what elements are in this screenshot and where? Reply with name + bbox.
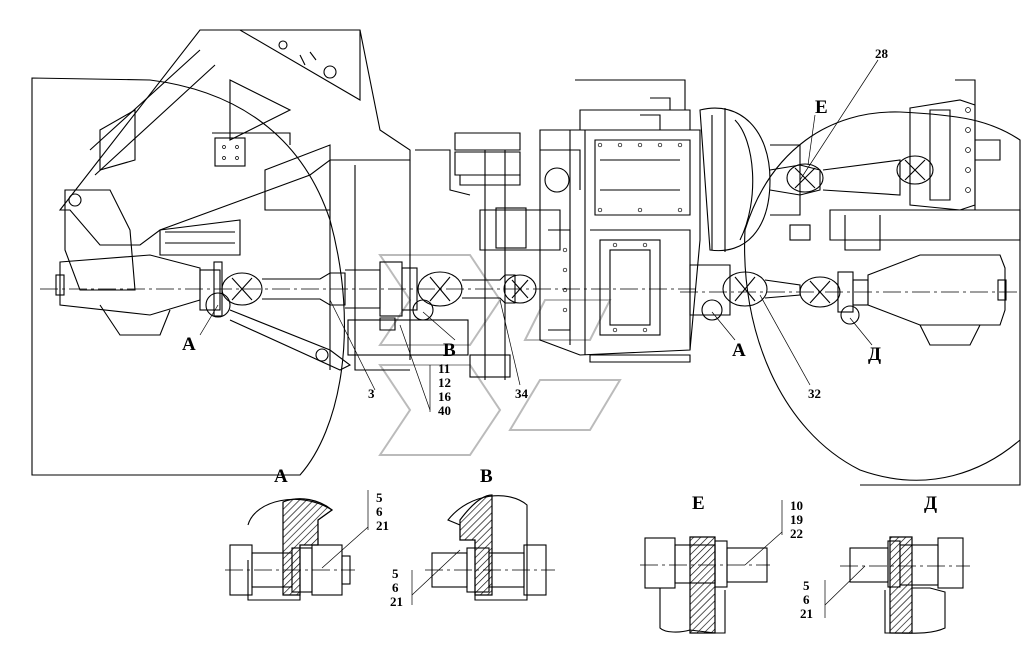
- leader-lines: [199, 59, 879, 412]
- gearbox: [539, 79, 701, 363]
- detail-d-part-2: 21: [800, 606, 813, 621]
- callout-32: 32: [808, 386, 821, 401]
- detail-e-title: Е: [692, 493, 705, 514]
- rear-wheel-outline: [744, 111, 1021, 486]
- front-frame: [58, 29, 471, 371]
- detail-a-part-2: 21: [376, 518, 389, 533]
- detail-d: Д 5 6 21: [800, 493, 970, 634]
- detail-b-part-1: 6: [392, 580, 399, 595]
- front-propeller-shaft: [199, 261, 537, 356]
- gearbox-bolts: [562, 142, 683, 333]
- callout-28: 28: [875, 46, 889, 61]
- detail-b: В 5 6 21: [390, 466, 555, 609]
- detail-b-title: В: [480, 466, 493, 487]
- rear-engine: [909, 79, 1001, 211]
- detail-b-part-0: 5: [392, 566, 399, 581]
- view-label-b-mid: В: [443, 340, 456, 361]
- detail-d-part-1: 6: [803, 592, 810, 607]
- callout-3: 3: [368, 386, 375, 401]
- callouts: 28 3 34 32 11 12 16 40: [368, 46, 889, 418]
- callout-stack-mid-3: 40: [438, 403, 451, 418]
- detail-e-part-1: 19: [790, 512, 804, 527]
- callout-stack-mid-0: 11: [438, 361, 450, 376]
- detail-e: Е 10 19 22: [640, 493, 804, 634]
- detail-a: А 5 6 21: [225, 466, 389, 601]
- view-label-a-right: А: [732, 340, 746, 361]
- torque-converter: [699, 107, 811, 252]
- detail-d-part-0: 5: [803, 578, 810, 593]
- detail-a-title: А: [274, 466, 288, 487]
- view-label-e-top: Е: [815, 97, 828, 118]
- view-label-d-right: Д: [868, 344, 881, 365]
- callout-stack-mid-1: 12: [438, 375, 451, 390]
- rear-axle: [680, 209, 1021, 346]
- callout-34: 34: [515, 386, 529, 401]
- front-axle: [40, 254, 700, 336]
- front-wheel-outline: [31, 77, 345, 476]
- callout-stack-mid-2: 16: [438, 389, 452, 404]
- detail-e-part-0: 10: [790, 498, 803, 513]
- view-labels: А В А Д Е: [182, 97, 881, 365]
- detail-d-title: Д: [924, 493, 937, 514]
- view-label-a-left: А: [182, 334, 196, 355]
- detail-a-part-1: 6: [376, 504, 383, 519]
- central-hinge: [454, 132, 561, 380]
- detail-a-part-0: 5: [376, 490, 383, 505]
- detail-b-part-2: 21: [390, 594, 403, 609]
- detail-e-part-2: 22: [790, 526, 803, 541]
